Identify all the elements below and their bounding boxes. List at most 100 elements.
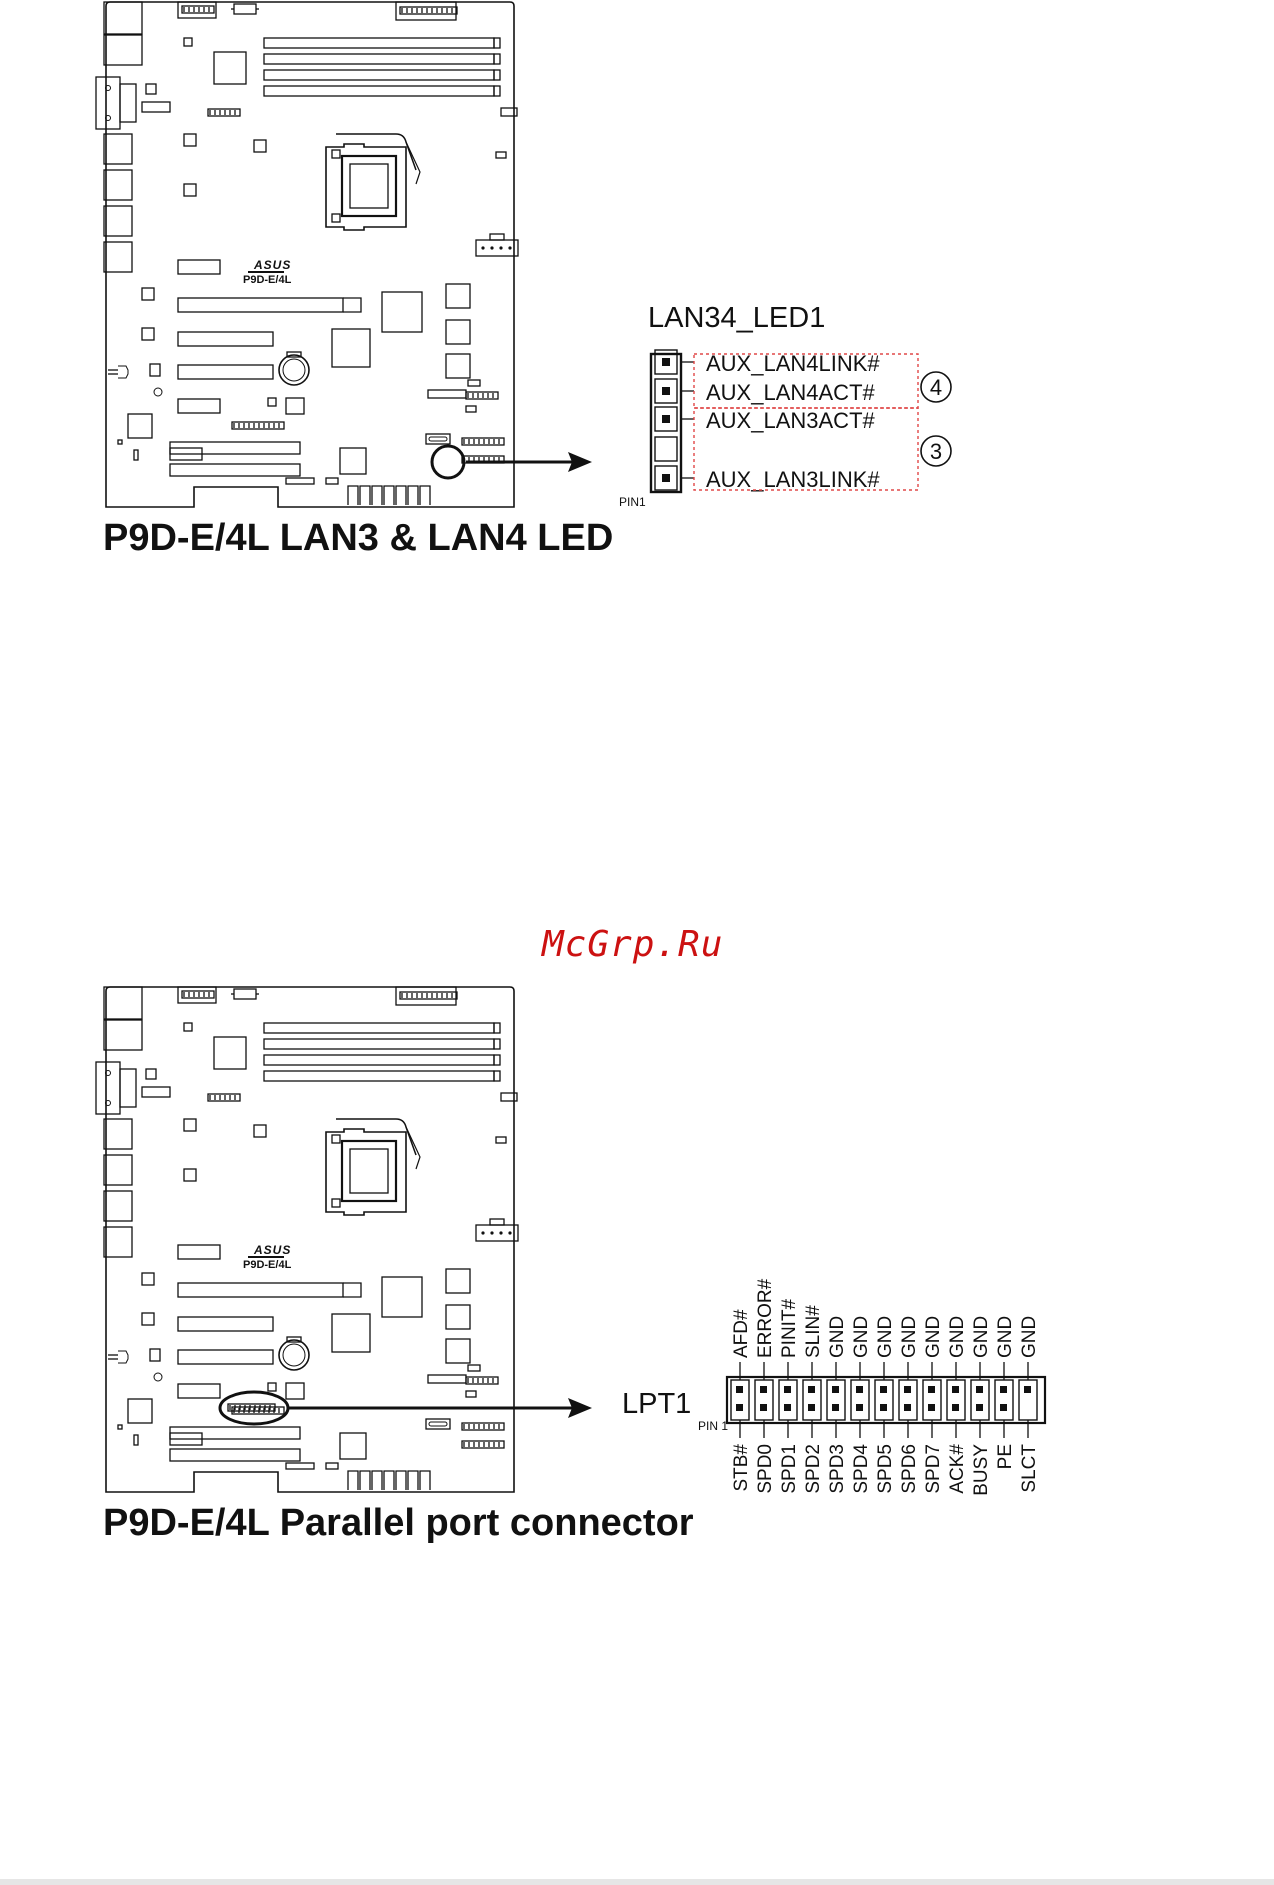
dimm-latch <box>493 85 501 97</box>
sata-port <box>347 485 359 505</box>
chip <box>445 1338 471 1364</box>
cpu-fan-latch <box>489 1218 505 1226</box>
lpt1-top-label: GND <box>947 1316 968 1358</box>
lpt1-bottom-label: ACK# <box>947 1444 968 1494</box>
usb-internal <box>425 1418 451 1430</box>
io-lan-port <box>103 1190 133 1222</box>
atx-12v-connector <box>177 1 217 19</box>
cpu-lever <box>336 133 417 171</box>
chip-small <box>339 447 367 475</box>
chip <box>445 283 471 309</box>
cpu-socket-core <box>349 163 389 209</box>
lan34-led1-pin <box>662 387 670 395</box>
lpt1-bottom-label: SPD2 <box>803 1444 824 1494</box>
pci-slot-short <box>177 398 221 414</box>
lan34-led1-pin1-label: PIN1 <box>619 495 646 509</box>
cpu-fan-pin <box>481 1231 485 1235</box>
lpt1-pin <box>760 1386 767 1393</box>
lpt1-pin1-label: PIN 1 <box>698 1419 728 1433</box>
board-model-label: P9D-E/4L <box>243 274 292 286</box>
atx-12v-pins <box>181 5 215 14</box>
lpt1-top-label: GND <box>1019 1316 1040 1358</box>
chip-super-io <box>331 1313 371 1353</box>
io-vga-port <box>95 76 121 130</box>
atx-24pin-connector <box>395 1 457 21</box>
lpt1-pin <box>1024 1386 1031 1393</box>
lpt1-top-label: GND <box>995 1316 1016 1358</box>
lan34-led1-pin-label: AUX_LAN3ACT# <box>706 408 876 433</box>
cpu-fan-pin <box>490 246 494 250</box>
small-component <box>177 1244 221 1260</box>
cpu-socket-body <box>340 154 398 218</box>
lpt1-pin <box>928 1386 935 1393</box>
io-vga-body <box>119 1068 137 1108</box>
lan34-led1-connector: LAN34_LED1AUX_LAN4LINK#AUX_LAN4ACT#AUX_L… <box>619 302 952 509</box>
header-pins-outline <box>461 1422 505 1431</box>
cmos-battery-inner <box>282 1343 306 1367</box>
chip-small <box>285 1382 305 1400</box>
lan34-led1-pin <box>662 415 670 423</box>
small-component <box>141 101 171 113</box>
lan4-group-box <box>693 353 919 409</box>
lpt-onboard-pins <box>227 1403 276 1412</box>
lpt1-pin <box>1000 1386 1007 1393</box>
lpt1-pin <box>856 1404 863 1411</box>
io-lan-port <box>103 241 133 273</box>
jumper <box>118 365 129 379</box>
cpu-socket-body <box>340 1139 398 1203</box>
cmos-battery-inner <box>282 358 306 382</box>
small-component <box>145 1068 157 1080</box>
lpt1-bottom-label: SPD7 <box>923 1444 944 1494</box>
small-component <box>183 1118 197 1132</box>
sata-port <box>383 485 395 505</box>
chip-bmc <box>213 51 247 85</box>
cpu-fan-pin <box>481 246 485 250</box>
lpt1-bottom-label: SLCT <box>1019 1444 1040 1493</box>
header-small <box>149 1348 161 1362</box>
cmos-battery <box>278 354 310 386</box>
small-component <box>183 183 197 197</box>
dimm-slot <box>263 1054 495 1066</box>
small-component <box>169 447 203 461</box>
header-pins <box>207 1093 241 1102</box>
lan3-group-box <box>693 407 919 491</box>
cmos-battery <box>278 1339 310 1371</box>
atx-24pin-pins <box>399 6 458 15</box>
lpt1-pin <box>736 1386 743 1393</box>
lpt1-bottom-label: PE <box>995 1444 1016 1469</box>
atx-12v-pins-outline <box>181 990 215 999</box>
vga-screw <box>105 1100 111 1106</box>
pci-slot <box>177 1316 274 1332</box>
group-marker-number: 4 <box>930 375 942 400</box>
cpu-clip <box>331 213 341 223</box>
lpt1-top-label: GND <box>851 1316 872 1358</box>
chip-small <box>339 1432 367 1460</box>
chip-small <box>127 413 153 439</box>
chip <box>445 1268 471 1294</box>
fan-header-top <box>233 988 257 1000</box>
chip <box>445 1304 471 1330</box>
sata-port <box>371 1470 383 1490</box>
io-lan-port <box>103 1226 133 1258</box>
lan34-led1-pin-label: AUX_LAN4ACT# <box>706 380 876 405</box>
lpt1-top-label: GND <box>899 1316 920 1358</box>
small-component <box>117 1424 123 1430</box>
watermark: McGrp.Ru <box>542 924 724 965</box>
small-component <box>500 1092 518 1102</box>
lpt1-bottom-label: STB# <box>731 1444 752 1492</box>
board-outline <box>105 986 515 1493</box>
chip <box>445 353 471 379</box>
lpt1-pin <box>952 1386 959 1393</box>
dimm-slot <box>263 85 495 97</box>
cpu-socket-frame <box>325 143 407 231</box>
lpt1-pin <box>760 1404 767 1411</box>
group-marker-number: 3 <box>930 439 942 464</box>
cpu-lever-arm <box>405 141 421 185</box>
io-lan-port <box>103 133 133 165</box>
atx-24pin-pins-outline <box>399 991 458 1000</box>
lan34-led1-pin-cell <box>654 349 678 375</box>
lpt1-pin <box>904 1386 911 1393</box>
